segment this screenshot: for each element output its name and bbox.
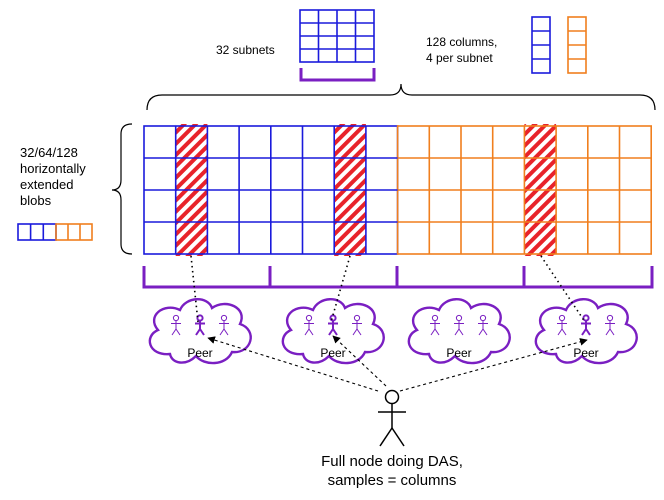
columns-brace <box>146 83 656 111</box>
subnet-bracket-4 <box>524 266 654 289</box>
column-legend-orange <box>567 16 587 74</box>
peer-node-icon <box>557 314 567 336</box>
peer-cloud-1 <box>148 298 252 365</box>
peer-node-icon <box>328 314 338 336</box>
peer-label-2: Peer <box>320 346 346 360</box>
column-legend-blue <box>531 16 551 74</box>
peer-cloud-4 <box>534 298 638 365</box>
blobs-label-line4: blobs <box>20 193 52 208</box>
columns-label-line2: 4 per subnet <box>426 51 493 65</box>
peer-node-icon <box>171 314 181 336</box>
peer-label-4: Peer <box>573 346 599 360</box>
peer-cloud-3 <box>407 298 511 365</box>
peer-node-icon <box>454 314 464 336</box>
blobs-label-line3: extended <box>20 177 74 192</box>
peer-node-icon <box>605 314 615 336</box>
blobs-brace <box>111 123 133 255</box>
peer-node-icon <box>352 314 362 336</box>
blobs-label-line1: 32/64/128 <box>20 145 78 160</box>
subnets-legend-grid <box>299 9 375 63</box>
peer-node-icon <box>581 314 591 336</box>
blob-column-grid <box>143 124 653 256</box>
blobs-label-line2: horizontally <box>20 161 86 176</box>
subnets-legend-bracket <box>299 68 376 82</box>
full-node-figure <box>378 389 406 447</box>
peer-node-icon <box>195 314 205 336</box>
subnets-label: 32 subnets <box>216 43 275 57</box>
peer-label-3: Peer <box>446 346 472 360</box>
columns-label-line1: 128 columns, <box>426 35 498 49</box>
peer-node-icon <box>219 314 229 336</box>
blob-row-legend <box>17 223 93 241</box>
peer-label-1: Peer <box>187 346 213 360</box>
node-label-line2: samples = columns <box>327 472 457 489</box>
peer-node-icon <box>478 314 488 336</box>
subnet-brackets <box>142 266 654 289</box>
column-peer-links <box>190 255 586 323</box>
peer-node-icon <box>430 314 440 336</box>
peer-cloud-2 <box>281 298 385 365</box>
node-peer-arrows <box>207 335 588 392</box>
subnet-bracket-1 <box>142 266 270 289</box>
node-label-line1: Full node doing DAS, <box>321 453 463 470</box>
peer-node-icon <box>304 314 314 336</box>
